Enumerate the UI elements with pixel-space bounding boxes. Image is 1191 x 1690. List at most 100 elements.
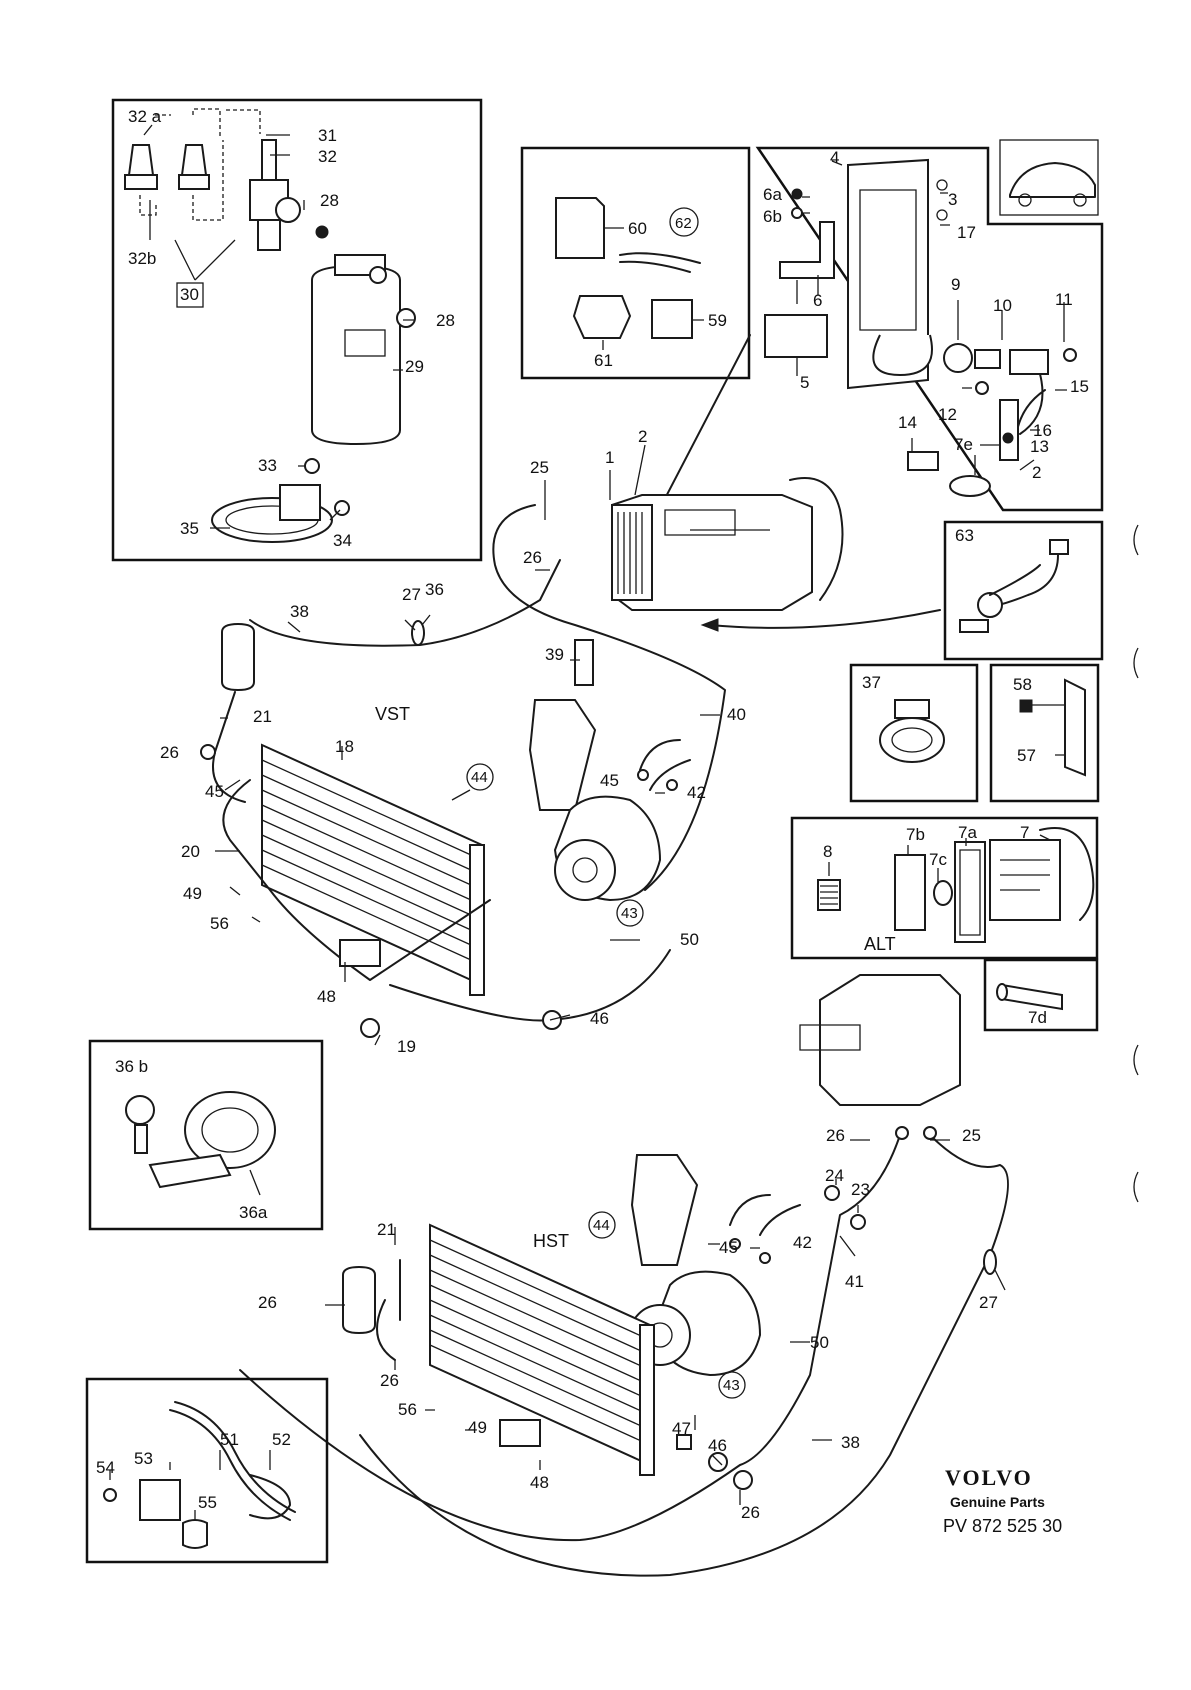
oring-part <box>666 779 678 791</box>
label-29: 29 <box>405 357 424 376</box>
compressor-bracket-part <box>630 1154 699 1266</box>
inset-frame <box>983 958 1099 1032</box>
inset-clamp: 37 <box>849 663 979 803</box>
hose-clip-part <box>983 1249 997 1275</box>
evaporator-housing-part <box>819 974 961 1106</box>
drier-fitting-part <box>369 266 387 284</box>
bolt-part <box>360 1018 380 1038</box>
clamp-tab-part <box>894 699 930 719</box>
label-27: 27 <box>402 585 421 604</box>
label-36b: 36 b <box>115 1057 148 1076</box>
bracket-39-part <box>574 639 594 686</box>
label-61: 61 <box>594 351 613 370</box>
label-35: 35 <box>180 519 199 538</box>
clamp-inner <box>201 1107 259 1153</box>
label-1: 1 <box>605 448 614 467</box>
label-46: 46 <box>590 1009 609 1028</box>
dashed-outline <box>139 140 224 221</box>
inset-pressure-switch: 63 <box>700 520 1104 661</box>
label-7a: 7a <box>958 823 977 842</box>
housing-details <box>664 509 770 536</box>
pipe-part <box>999 399 1019 461</box>
evaporator-assembly: 1 2 25 26 <box>523 427 844 611</box>
variant-label-vst: VST <box>375 704 410 724</box>
callout-circle <box>616 899 644 927</box>
label-36: 36 <box>425 580 444 599</box>
leader-lines <box>143 124 415 529</box>
screw-54-part <box>103 1488 117 1502</box>
arrow-head <box>700 618 719 632</box>
label-7b: 7b <box>906 825 925 844</box>
label-2: 2 <box>638 427 647 446</box>
leader-lines <box>249 1169 261 1196</box>
label-27: 27 <box>979 1293 998 1312</box>
clamp-tab-part <box>148 1153 232 1189</box>
inset-frame <box>790 816 1099 960</box>
car-wheel <box>1073 193 1087 207</box>
leader-lines <box>109 1450 271 1520</box>
relay-edge <box>595 197 605 207</box>
label-38: 38 <box>841 1433 860 1452</box>
label-39: 39 <box>545 645 564 664</box>
label-41: 41 <box>845 1272 864 1291</box>
grommet-part <box>907 451 939 471</box>
filter-48-part <box>339 939 381 967</box>
car-thumbnail-frame <box>999 139 1099 216</box>
hose-clip-part <box>733 1470 753 1490</box>
label-53: 53 <box>134 1449 153 1468</box>
label-4: 4 <box>830 148 839 167</box>
label-8: 8 <box>823 842 832 861</box>
label-26: 26 <box>380 1371 399 1390</box>
clip-23-part <box>850 1214 866 1230</box>
relay-part <box>555 197 605 259</box>
relay-bracket-part <box>572 295 632 339</box>
bracket-53-part <box>139 1479 181 1521</box>
callout-circle <box>669 207 699 237</box>
switch-connector-part <box>1049 539 1069 555</box>
label-45: 45 <box>205 782 224 801</box>
label-59: 59 <box>708 311 727 330</box>
oring-part <box>637 769 649 781</box>
condenser-tank-part <box>469 844 485 996</box>
washer-7c-part <box>933 880 953 906</box>
hose-51 <box>169 1409 291 1521</box>
label-47: 47 <box>672 1419 691 1438</box>
oring-part <box>1002 432 1014 444</box>
inset-frame <box>943 520 1104 661</box>
leader-lines <box>796 160 1067 475</box>
pipe-21 <box>212 691 246 803</box>
nut-part <box>791 188 803 200</box>
hose-38-27 <box>359 1134 1009 1577</box>
label-13: 13 <box>1030 437 1049 456</box>
inset-frame <box>755 146 1104 512</box>
bolt-thread-part <box>134 1124 148 1154</box>
brand-block: VOLVO Genuine Parts PV 872 525 30 <box>943 1465 1062 1536</box>
margin-marks <box>1133 524 1139 1203</box>
leader-lines <box>325 1139 1006 1505</box>
housing-hole <box>936 179 948 191</box>
inset-frame <box>989 663 1100 803</box>
compressor-bracket-part <box>528 699 597 811</box>
clip-52 <box>249 1474 291 1520</box>
label-46: 46 <box>708 1436 727 1455</box>
label-26: 26 <box>258 1293 277 1312</box>
capillary-tube <box>1039 827 1095 921</box>
housing-duct <box>872 334 933 377</box>
cap-part <box>127 144 155 176</box>
leader-lines <box>535 480 550 571</box>
filter-48-part <box>499 1419 541 1447</box>
knob-ridges <box>820 885 838 905</box>
label-7c: 7c <box>929 850 947 869</box>
label-11: 11 <box>1055 290 1073 309</box>
leader-lines <box>1030 704 1065 756</box>
label-26: 26 <box>160 743 179 762</box>
inset-expansion-valve: 4 6a 6b 3 17 6 5 9 10 11 15 12 16 14 13 … <box>755 139 1104 512</box>
inset-clamp-36: 36 b 36a <box>88 1039 324 1231</box>
compressor-hoses <box>729 1194 801 1236</box>
vst-assembly: VST 38 27 36 39 40 21 26 18 45 44 45 42 … <box>160 504 746 1056</box>
leader-lines <box>609 444 646 500</box>
label-43: 43 <box>723 1377 740 1394</box>
label-38: 38 <box>290 602 309 621</box>
label-57: 57 <box>1017 746 1036 765</box>
core-fins <box>617 512 643 594</box>
